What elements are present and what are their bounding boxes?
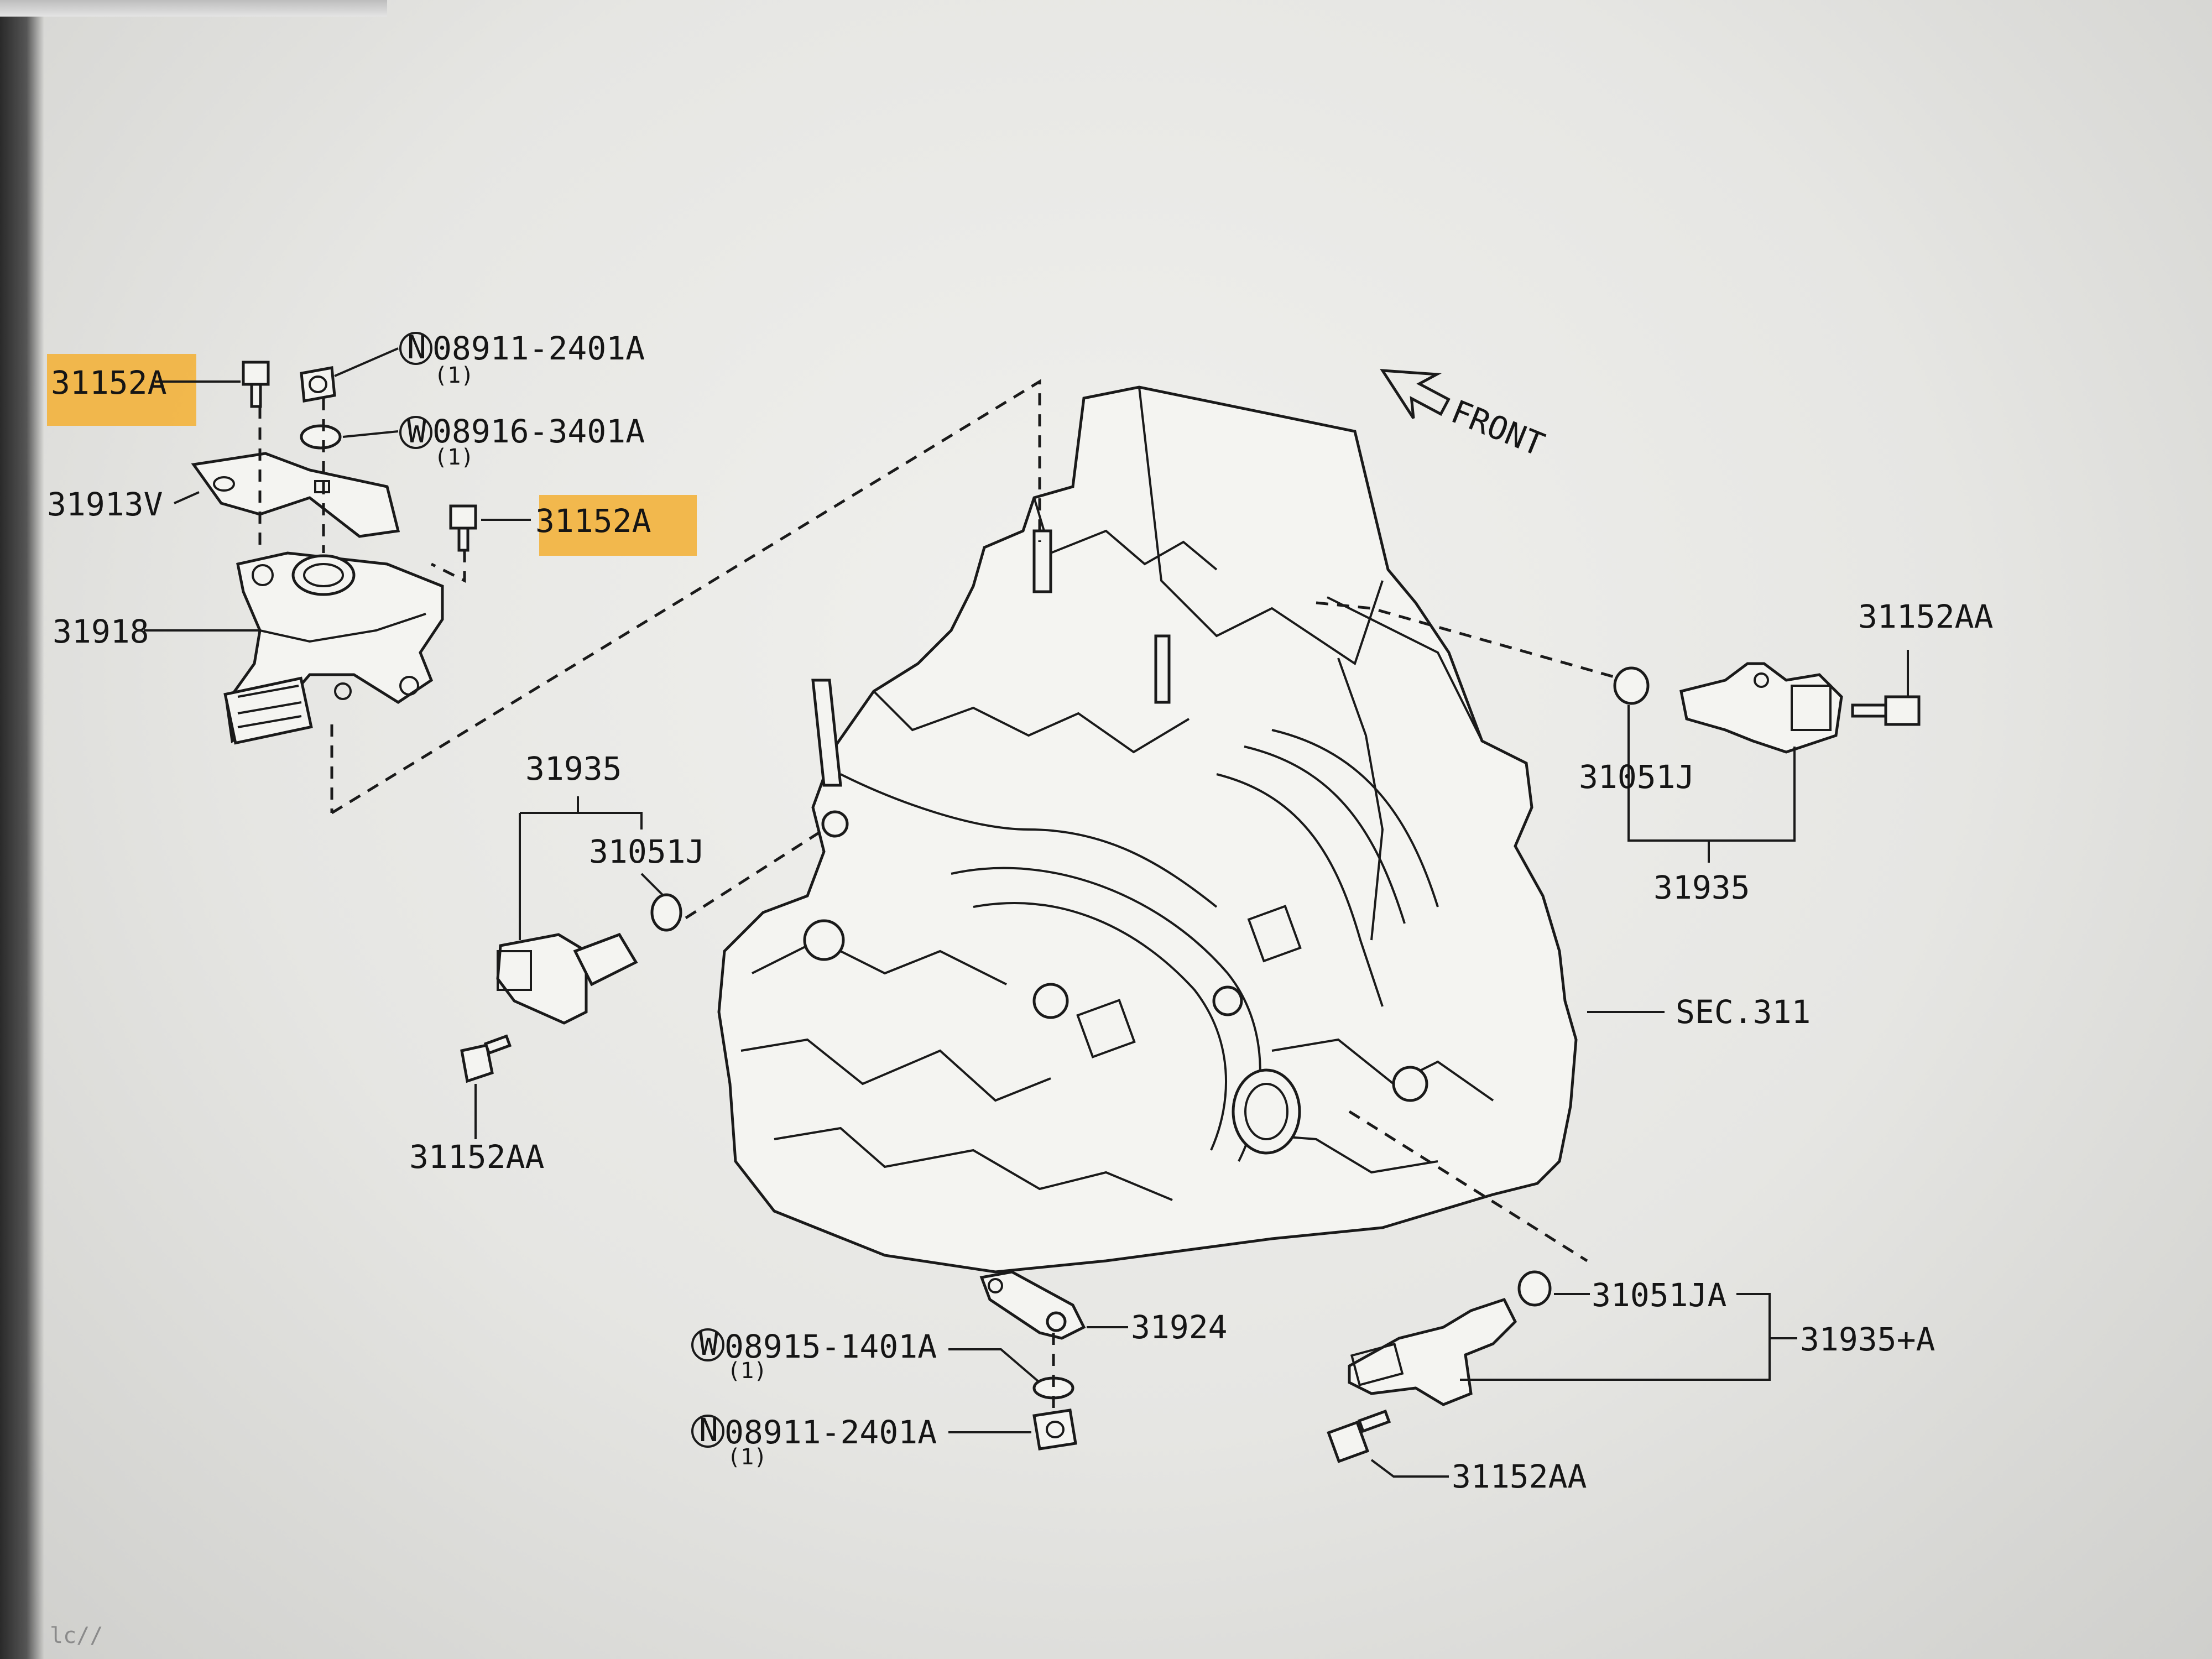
front-arrow-icon xyxy=(1380,369,1451,419)
prefix-circle-N-bottom xyxy=(691,1415,724,1448)
transmission-assembly xyxy=(717,385,1578,1274)
oring-31051J-right-icon xyxy=(1613,666,1650,705)
corner-text: lc// xyxy=(50,1623,103,1648)
bolt-31152AA-bottom-icon xyxy=(1327,1409,1391,1463)
label-31152AA-bottom: 31152AA xyxy=(1452,1458,1587,1495)
label-31924: 31924 xyxy=(1131,1308,1228,1346)
qty-08911-bottom: (1) xyxy=(727,1444,767,1470)
label-08911-bottom: 08911-2401A xyxy=(724,1413,937,1451)
oring-31051JA-icon xyxy=(1517,1270,1552,1307)
prefix-N-top: N xyxy=(407,328,426,366)
label-31935-left: 31935 xyxy=(525,750,622,787)
label-31152A-right: 31152A xyxy=(535,502,651,540)
nut-08911-bottom-icon xyxy=(1032,1408,1077,1451)
dashed-link-switch xyxy=(331,379,1041,815)
bolt-31152A-top-icon xyxy=(242,361,270,408)
sensor-31935A-bottom xyxy=(1327,1270,1797,1478)
dashed-link-right-sensor xyxy=(1316,601,1626,682)
window-top-strip xyxy=(0,0,387,17)
prefix-circle-N-top xyxy=(399,332,432,365)
front-label: FRONT xyxy=(1446,393,1550,463)
label-31913V: 31913V xyxy=(47,486,163,523)
label-31152A-top: 31152A xyxy=(51,364,167,401)
label-31935A: 31935+A xyxy=(1800,1321,1935,1358)
bolt-31152AA-left-icon xyxy=(460,1034,512,1083)
label-08911-top: 08911-2401A xyxy=(432,330,645,367)
highlight-31152A-2 xyxy=(539,495,697,556)
label-08916: 08916-3401A xyxy=(432,413,645,450)
label-31051J-right: 31051J xyxy=(1579,758,1695,796)
label-08915: 08915-1401A xyxy=(724,1328,937,1365)
washer-08916-icon xyxy=(300,424,342,450)
prefix-circle-W-08915 xyxy=(691,1328,724,1361)
bolt-31152A-right-icon xyxy=(449,504,477,552)
lever-31924 xyxy=(979,1270,1086,1451)
prefix-N-bottom: N xyxy=(699,1411,718,1449)
oring-31051J-left-icon xyxy=(650,893,682,932)
sensor-31935-left xyxy=(460,796,682,1139)
qty-08911-top: (1) xyxy=(434,363,474,388)
prefix-W-08915: W xyxy=(699,1325,718,1363)
bolt-31152AA-right-icon xyxy=(1851,695,1921,726)
highlight-31152A-1 xyxy=(47,354,196,426)
label-31051JA: 31051JA xyxy=(1592,1276,1726,1314)
prefix-circle-W-08916 xyxy=(399,416,432,449)
nut-08911-top-icon xyxy=(300,366,336,403)
sensor-31935-right xyxy=(1613,650,1921,863)
qty-08915: (1) xyxy=(727,1358,767,1384)
monitor-bezel xyxy=(0,0,44,1659)
qty-08916: (1) xyxy=(434,445,474,470)
inhibitor-switch-group xyxy=(191,361,477,813)
label-sec311: SEC.311 xyxy=(1676,993,1811,1031)
label-31918: 31918 xyxy=(53,613,149,650)
label-31051J-left: 31051J xyxy=(589,833,705,870)
label-31935-right: 31935 xyxy=(1653,869,1750,906)
label-31152AA-right: 31152AA xyxy=(1858,598,1993,635)
dashed-link-left-sensor xyxy=(685,828,825,920)
dashed-link-bottom-sensor xyxy=(1348,1110,1588,1262)
bracket-31913V xyxy=(191,452,400,538)
prefix-W-08916: W xyxy=(407,413,426,450)
label-31152AA-left: 31152AA xyxy=(409,1138,544,1176)
